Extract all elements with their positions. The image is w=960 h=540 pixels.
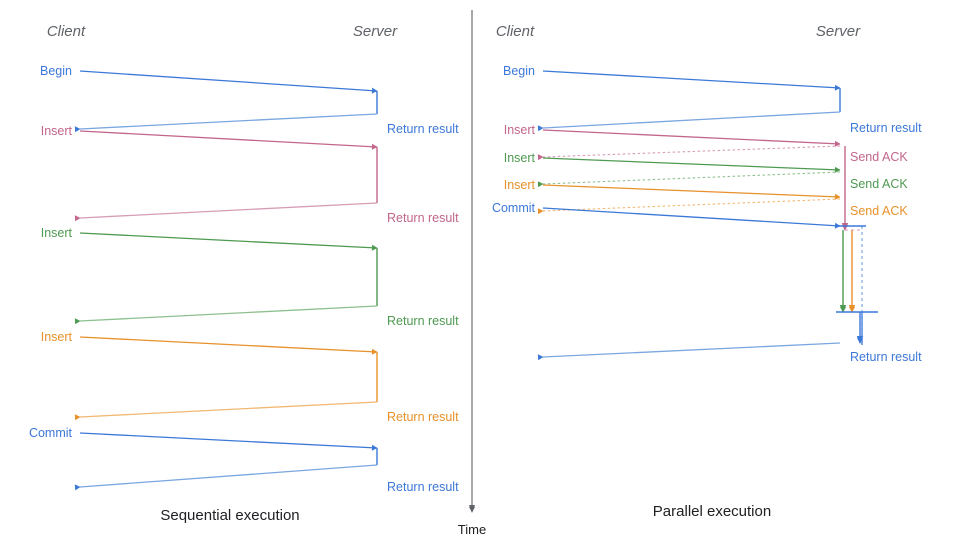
time-axis-label: Time xyxy=(458,522,486,537)
message-line-return-result xyxy=(74,401,378,421)
message-label-return-result: Return result xyxy=(387,410,459,424)
message-line-return-result xyxy=(537,111,841,132)
message-label-return-result: Return result xyxy=(387,122,459,136)
server-activation-arrow-icon xyxy=(848,305,856,313)
server-activation-arrow-icon xyxy=(841,223,849,231)
message-label-begin: Begin xyxy=(40,64,72,78)
server-activation-arrow-icon xyxy=(839,305,847,313)
message-line-begin xyxy=(79,70,378,94)
lane-title-server: Server xyxy=(353,23,398,40)
message-label-send-ack: Send ACK xyxy=(850,150,908,164)
message-label-send-ack: Send ACK xyxy=(850,204,908,218)
message-line-return-result xyxy=(537,342,841,361)
message-line-insert xyxy=(542,157,841,173)
message-line-return-result xyxy=(74,305,378,325)
message-line-send-ack xyxy=(537,171,841,188)
time-axis-arrow-icon xyxy=(469,505,475,513)
message-line-insert xyxy=(542,184,841,200)
message-line-begin xyxy=(542,70,841,91)
message-label-return-result: Return result xyxy=(387,480,459,494)
lane-title-client: Client xyxy=(496,23,535,40)
message-label-insert: Insert xyxy=(504,123,536,137)
message-line-send-ack xyxy=(537,198,841,215)
message-label-begin: Begin xyxy=(503,64,535,78)
lane-title-server: Server xyxy=(816,23,861,40)
message-line-return-result xyxy=(74,202,378,222)
message-line-send-ack xyxy=(537,145,841,161)
message-label-return-result: Return result xyxy=(387,211,459,225)
message-label-insert: Insert xyxy=(504,151,536,165)
message-line-insert xyxy=(79,336,378,355)
message-label-insert: Insert xyxy=(41,124,73,138)
lane-title-client: Client xyxy=(47,23,86,40)
message-label-return-result: Return result xyxy=(387,314,459,328)
message-label-return-result: Return result xyxy=(850,121,922,135)
message-line-return-result xyxy=(74,113,378,133)
panel-caption: Parallel execution xyxy=(653,503,771,520)
message-line-insert xyxy=(79,130,378,150)
message-line-commit xyxy=(79,432,378,451)
message-label-return-result: Return result xyxy=(850,350,922,364)
message-line-insert xyxy=(542,129,841,147)
message-line-insert xyxy=(79,232,378,251)
message-label-insert: Insert xyxy=(41,226,73,240)
message-line-return-result xyxy=(74,464,378,491)
message-label-send-ack: Send ACK xyxy=(850,177,908,191)
message-label-commit: Commit xyxy=(29,426,73,440)
message-line-commit xyxy=(542,207,841,229)
panel-caption: Sequential execution xyxy=(160,507,299,524)
message-label-commit: Commit xyxy=(492,201,536,215)
message-label-insert: Insert xyxy=(41,330,73,344)
message-label-insert: Insert xyxy=(504,178,536,192)
